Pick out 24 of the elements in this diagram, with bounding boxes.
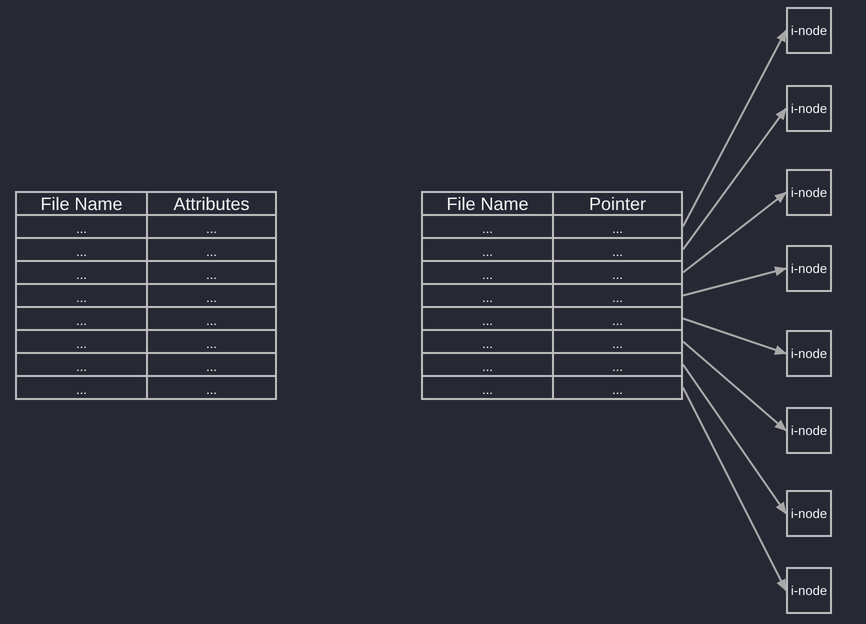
inode-box: i-node [786,7,832,54]
column-header: File Name [15,191,148,216]
inode-box: i-node [786,330,832,377]
inode-box: i-node [786,407,832,454]
table-cell: ... [15,375,148,400]
table-cell: ... [146,375,277,400]
arrow [682,387,787,592]
inode-box: i-node [786,490,832,537]
column-header: Pointer [552,191,683,216]
inode-box: i-node [786,169,832,216]
column-header: Attributes [146,191,277,216]
column-header: File Name [421,191,554,216]
arrow [682,318,787,355]
arrow [682,192,787,274]
inode-box: i-node [786,85,832,132]
arrow [682,30,787,227]
arrow [682,108,787,250]
arrow [682,340,787,432]
inode-box: i-node [786,567,832,614]
arrow [682,266,787,296]
table-cell: ... [552,375,683,400]
arrow [682,364,787,514]
inode-box: i-node [786,245,832,292]
table-cell: ... [421,375,554,400]
